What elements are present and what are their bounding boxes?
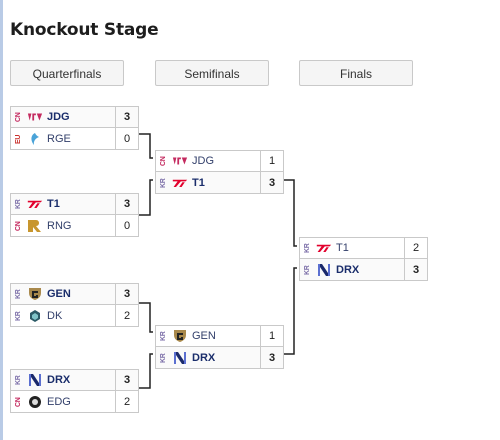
match-semifinal-2[interactable]: KR GEN 1 KR DRX 3 <box>155 325 284 369</box>
team-score: 3 <box>115 106 138 128</box>
round-header-quarterfinals: Quarterfinals <box>10 60 124 86</box>
team-row[interactable]: CN RNG 0 <box>10 214 139 237</box>
region-label: KR <box>160 331 167 341</box>
rge-logo-icon <box>27 131 43 147</box>
match-semifinal-1[interactable]: CN JDG 1 KR T1 3 <box>155 150 284 194</box>
jdg-logo-icon <box>172 153 188 169</box>
region-label: CN <box>15 396 22 407</box>
team-score: 3 <box>260 171 283 194</box>
team-score: 2 <box>115 304 138 327</box>
team-name: T1 <box>47 198 60 210</box>
gen-logo-icon <box>172 328 188 344</box>
team-row[interactable]: KR T1 2 <box>299 237 428 259</box>
region-label: KR <box>15 289 22 299</box>
region-label: CN <box>160 156 167 166</box>
team-name: JDG <box>192 155 214 167</box>
dk-logo-icon <box>27 308 43 324</box>
region-label: KR <box>304 264 311 275</box>
region-label: KR <box>15 310 22 321</box>
drx-logo-icon <box>27 372 43 388</box>
region-label: KR <box>160 177 167 188</box>
team-name: EDG <box>47 395 71 408</box>
team-row[interactable]: KR DRX 3 <box>299 258 428 281</box>
team-name: DRX <box>192 351 216 364</box>
team-row[interactable]: CN JDG 1 <box>155 150 284 172</box>
team-score: 0 <box>115 127 138 150</box>
team-row[interactable]: KR GEN 1 <box>155 325 284 347</box>
region-label: KR <box>15 199 22 209</box>
team-row[interactable]: CN EDG 2 <box>10 390 139 413</box>
drx-logo-icon <box>172 350 188 366</box>
team-row[interactable]: CN JDG 3 <box>10 106 139 128</box>
team-name: JDG <box>47 111 70 123</box>
team-score: 2 <box>115 390 138 413</box>
match-final[interactable]: KR T1 2 KR DRX 3 <box>299 237 428 281</box>
gen-logo-icon <box>27 286 43 302</box>
page-title: Knockout Stage <box>10 20 159 40</box>
team-row[interactable]: KR DRX 3 <box>10 369 139 391</box>
round-header-finals: Finals <box>299 60 413 86</box>
team-name: RNG <box>47 219 72 232</box>
team-name: T1 <box>336 242 349 254</box>
team-score: 3 <box>115 283 138 305</box>
region-label: CN <box>15 112 22 122</box>
team-name: GEN <box>47 288 71 300</box>
team-score: 0 <box>115 214 138 237</box>
region-label: KR <box>15 375 22 385</box>
match-quarterfinal-4[interactable]: KR DRX 3 CN EDG 2 <box>10 369 139 413</box>
team-score: 3 <box>115 193 138 215</box>
region-label: KR <box>160 352 167 363</box>
team-score: 1 <box>260 325 283 347</box>
match-quarterfinal-1[interactable]: CN JDG 3 EU RGE 0 <box>10 106 139 150</box>
team-row[interactable]: KR DK 2 <box>10 304 139 327</box>
team-name: DRX <box>47 374 71 386</box>
team-score: 3 <box>404 258 427 281</box>
team-name: DRX <box>336 263 360 276</box>
team-row[interactable]: EU RGE 0 <box>10 127 139 150</box>
t1-logo-icon <box>27 196 43 212</box>
team-row[interactable]: KR GEN 3 <box>10 283 139 305</box>
t1-logo-icon <box>316 240 332 256</box>
region-label: EU <box>15 133 22 144</box>
team-score: 3 <box>260 346 283 369</box>
drx-logo-icon <box>316 262 332 278</box>
team-row[interactable]: KR DRX 3 <box>155 346 284 369</box>
rng-logo-icon <box>27 218 43 234</box>
team-score: 1 <box>260 150 283 172</box>
round-header-semifinals: Semifinals <box>155 60 269 86</box>
page-left-edge <box>0 0 3 440</box>
region-label: KR <box>304 243 311 253</box>
team-score: 3 <box>115 369 138 391</box>
team-score: 2 <box>404 237 427 259</box>
team-row[interactable]: KR T1 3 <box>155 171 284 194</box>
team-name: GEN <box>192 330 216 342</box>
jdg-logo-icon <box>27 109 43 125</box>
team-name: DK <box>47 309 63 322</box>
match-quarterfinal-3[interactable]: KR GEN 3 KR DK 2 <box>10 283 139 327</box>
team-name: T1 <box>192 176 205 189</box>
team-row[interactable]: KR T1 3 <box>10 193 139 215</box>
region-label: CN <box>15 220 22 231</box>
match-quarterfinal-2[interactable]: KR T1 3 CN RNG 0 <box>10 193 139 237</box>
team-name: RGE <box>47 132 71 145</box>
t1-logo-icon <box>172 175 188 191</box>
edg-logo-icon <box>27 394 43 410</box>
